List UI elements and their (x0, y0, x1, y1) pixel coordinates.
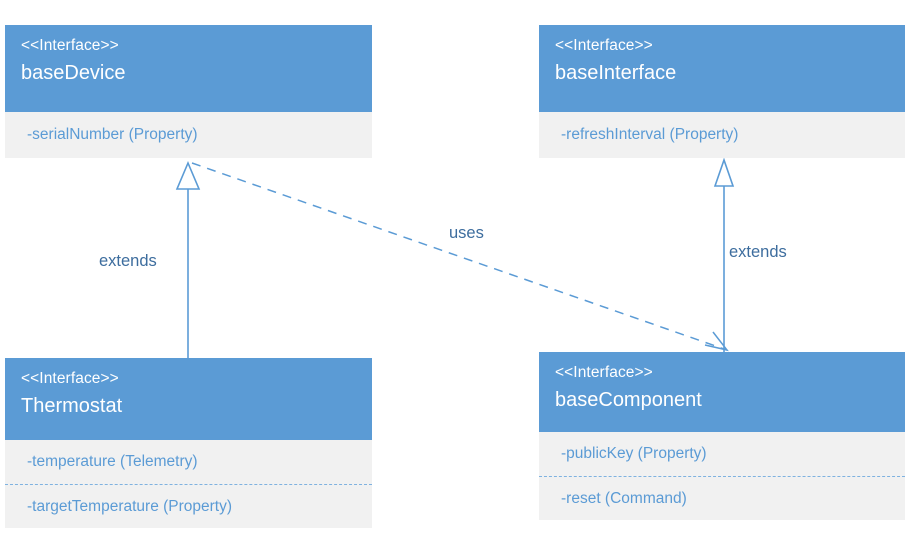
relation-label-extends-left: extends (99, 252, 157, 270)
hollow-triangle-arrowhead-right (713, 157, 735, 187)
class-title: baseInterface (555, 61, 677, 84)
relation-thermostat-extends-basedevice (175, 160, 201, 358)
class-title: Thermostat (21, 394, 123, 417)
class-member[interactable]: -reset (Command) (539, 476, 905, 520)
class-body-baseinterface: -refreshInterval (Property) (539, 112, 905, 158)
relation-label-extends-right: extends (729, 243, 787, 261)
class-member[interactable]: -refreshInterval (Property) (561, 126, 739, 143)
class-title: baseDevice (21, 61, 126, 84)
class-title: baseComponent (555, 388, 702, 411)
class-header-thermostat: <<Interface>> Thermostat (5, 358, 372, 440)
class-member[interactable]: -publicKey (Property) (561, 445, 707, 462)
class-box-basedevice[interactable]: <<Interface>> baseDevice -serialNumber (… (5, 25, 372, 158)
hollow-triangle-arrowhead-left (175, 160, 201, 190)
class-stereotype: <<Interface>> (555, 364, 653, 381)
class-header-basecomponent: <<Interface>> baseComponent (539, 352, 905, 432)
uses-dashed-line (191, 162, 728, 351)
class-stereotype: <<Interface>> (21, 370, 119, 387)
open-arrowhead-uses (704, 331, 729, 352)
class-body-basedevice: -serialNumber (Property) (5, 112, 372, 158)
class-box-thermostat[interactable]: <<Interface>> Thermostat -temperature (T… (5, 358, 372, 528)
relation-uses (191, 162, 729, 352)
class-box-basecomponent[interactable]: <<Interface>> baseComponent -publicKey (… (539, 352, 905, 520)
class-body-thermostat: -temperature (Telemetry) -targetTemperat… (5, 440, 372, 528)
class-member[interactable]: -serialNumber (Property) (27, 126, 198, 143)
class-stereotype: <<Interface>> (555, 37, 653, 54)
class-body-basecomponent: -publicKey (Property) -reset (Command) (539, 432, 905, 520)
class-box-baseinterface[interactable]: <<Interface>> baseInterface -refreshInte… (539, 25, 905, 158)
relation-label-uses: uses (449, 224, 484, 242)
class-header-basedevice: <<Interface>> baseDevice (5, 25, 372, 112)
class-header-baseinterface: <<Interface>> baseInterface (539, 25, 905, 112)
class-member[interactable]: -targetTemperature (Property) (5, 484, 372, 528)
class-member[interactable]: -temperature (Telemetry) (27, 453, 198, 470)
class-stereotype: <<Interface>> (21, 37, 119, 54)
